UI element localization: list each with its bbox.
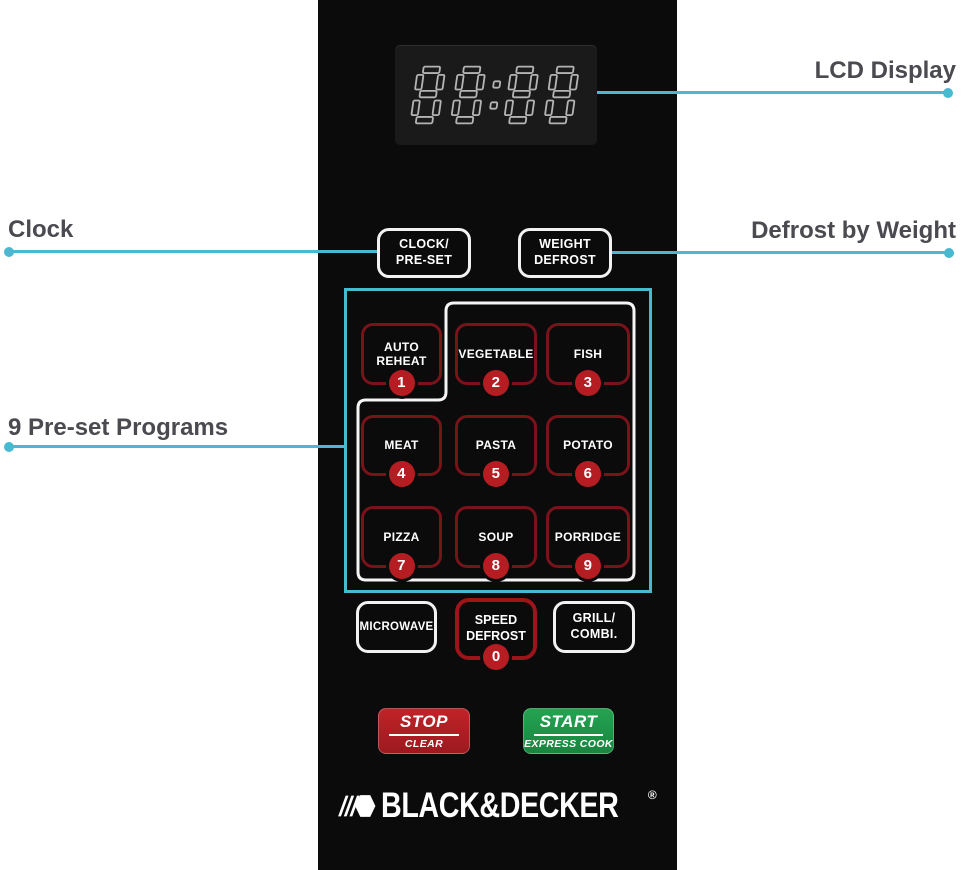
preset-label: PIZZA [383,529,420,544]
clock-preset-label-line2: PRE-SET [395,253,453,267]
microwave-control-panel: 88:88 [318,0,677,870]
microwave-button[interactable]: MICROWAVE [356,601,437,653]
number-badge: 8 [483,553,509,579]
clock-preset-button[interactable]: CLOCK/ PRE-SET [377,228,471,278]
callout-dot-presets [4,442,14,452]
callout-label-presets: 9 Pre-set Programs [8,414,229,441]
number-badge: 4 [388,461,415,487]
weight-defrost-button[interactable]: WEIGHT DEFROST [518,228,612,278]
preset-button-soup[interactable]: SOUP 8 [455,506,537,579]
number-badge: 2 [483,370,509,396]
number-badge: 6 [575,461,601,487]
microwave-label: MICROWAVE [359,620,434,633]
preset-button-pasta[interactable]: PASTA 5 [455,415,537,487]
preset-button-pizza[interactable]: PIZZA 7 [361,506,442,579]
preset-button-auto-reheat[interactable]: AUTO REHEAT 1 [361,323,442,396]
callout-dot-defrost-by-weight [944,248,954,258]
clock-preset-label-line1: CLOCK/ [399,237,449,252]
preset-label: FISH [573,346,603,361]
callout-dot-clock [4,247,14,257]
registered-mark: ® [647,788,657,802]
number-badge: 5 [483,461,509,487]
number-badge: 7 [388,553,415,579]
preset-label: MEAT [384,438,419,453]
lcd-display: 88:88 [395,45,597,145]
number-badge: 9 [575,553,601,579]
brand-logo: BLACK&DECKER ® [318,786,677,826]
callout-line-defrost-by-weight [612,251,947,254]
grill-combi-label-line2: COMBI. [570,627,618,641]
stop-clear-button[interactable]: STOP CLEAR [378,708,470,754]
preset-label: AUTO [384,339,419,354]
start-express-cook-button[interactable]: START EXPRESS COOK [523,708,614,754]
callout-label-clock: Clock [8,216,74,243]
speed-defrost-label-line2: DEFROST [466,629,526,643]
number-badge: 1 [388,370,415,396]
clear-label: CLEAR [404,738,444,750]
speed-defrost-button[interactable]: SPEED DEFROST 0 [455,598,537,670]
callout-line-presets [10,445,344,448]
grill-combi-button[interactable]: GRILL/ COMBI. [553,601,635,653]
seven-segment-digits [410,65,581,125]
preset-button-vegetable[interactable]: VEGETABLE 2 [455,323,537,396]
preset-button-potato[interactable]: POTATO 6 [546,415,630,487]
callout-label-lcd-display: LCD Display [814,57,956,84]
preset-button-fish[interactable]: FISH 3 [546,323,630,396]
preset-label: PORRIDGE [554,529,622,544]
start-divider [533,734,604,736]
preset-label: POTATO [563,438,613,453]
brand-hex-icon [338,795,376,817]
callout-label-defrost-by-weight: Defrost by Weight [751,217,956,244]
preset-label: REHEAT [376,354,427,368]
grill-combi-label-line1: GRILL/ [572,611,616,626]
stop-divider [388,734,460,736]
number-badge: 0 [483,644,509,670]
callout-line-clock [10,250,377,253]
callout-dot-lcd-display [943,88,953,98]
number-badge: 3 [575,370,601,396]
express-cook-label: EXPRESS COOK [524,738,613,750]
weight-defrost-label-line2: DEFROST [534,253,596,267]
preset-label: VEGETABLE [458,346,534,361]
preset-button-porridge[interactable]: PORRIDGE 9 [546,506,630,579]
brand-text: BLACK&DECKER [381,786,619,825]
preset-label: SOUP [478,529,514,544]
callout-line-lcd-display [597,91,948,94]
start-label: START [539,712,598,731]
preset-label: PASTA [475,438,517,453]
stop-label: STOP [400,712,448,731]
speed-defrost-label-line1: SPEED [474,613,518,628]
weight-defrost-label-line1: WEIGHT [539,237,591,252]
preset-button-meat[interactable]: MEAT 4 [361,415,442,487]
